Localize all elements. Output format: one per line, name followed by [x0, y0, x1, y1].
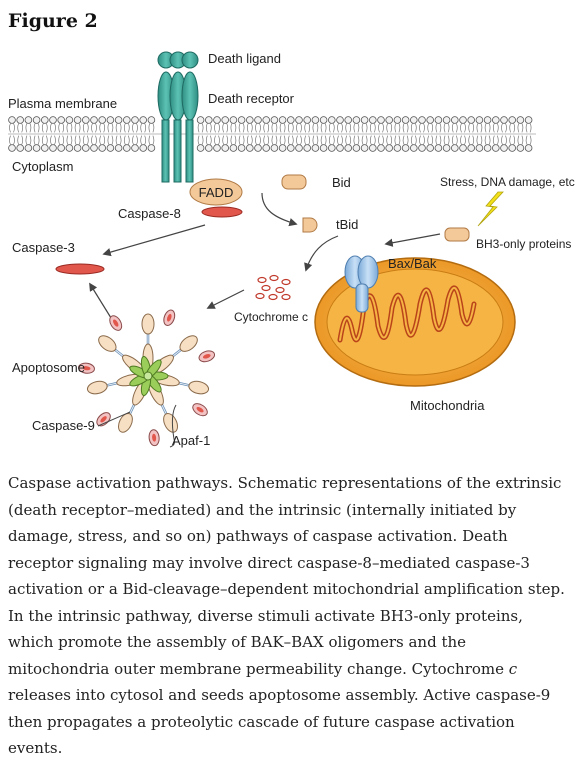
caspase8-to-3-arrow [102, 224, 206, 257]
bh3-arrow [384, 233, 441, 247]
caspase9-pointer [97, 411, 131, 427]
figure-caption: Caspase activation pathways. Schematic r… [8, 470, 570, 762]
baxbak-label: Bax/Bak [388, 256, 437, 271]
caption-text-1: Caspase activation pathways. Schematic r… [8, 474, 565, 678]
fadd-label: FADD [199, 185, 234, 200]
caspase3-protein [55, 263, 105, 275]
apoptosome [78, 309, 216, 447]
caption-text-2: releases into cytosol and seeds apoptoso… [8, 686, 551, 757]
bid-label: Bid [332, 175, 351, 190]
tbid-protein [302, 217, 318, 233]
caption-emphasis: c [508, 659, 518, 678]
figure-title: Figure 2 [8, 10, 98, 32]
stress-label: Stress, DNA damage, etc [440, 175, 575, 189]
fadd-complex: FADD [189, 178, 243, 218]
death-receptor-label: Death receptor [208, 91, 295, 106]
apaf1-bracket [169, 404, 177, 448]
death-ligand [157, 51, 199, 69]
death-ligand-label: Death ligand [208, 51, 281, 66]
plasma-membrane-label: Plasma membrane [8, 96, 117, 111]
cytoplasm-label: Cytoplasm [12, 159, 73, 174]
bh3-protein [444, 227, 470, 242]
bid-cleavage-arrow [261, 192, 298, 227]
apoptosome-label: Apoptosome [12, 360, 85, 375]
tbid-label: tBid [336, 217, 358, 232]
caspase8-label: Caspase-8 [118, 206, 181, 221]
cytochrome-arrow [206, 289, 245, 309]
bid-protein [281, 174, 307, 190]
caspase-pathway-diagram: FADD Caspase-8 Bid tBid Stress, DNA dama… [8, 51, 575, 448]
bax-bak-oligomer [344, 255, 379, 313]
caspase3-label: Caspase-3 [12, 240, 75, 255]
tbid-arrow [304, 235, 339, 272]
mitochondria-label: Mitochondria [410, 398, 485, 413]
apaf1-label: Apaf-1 [172, 433, 210, 448]
lightning-icon [477, 191, 504, 227]
mitochondria [314, 257, 516, 387]
caspase9-label: Caspase-9 [32, 418, 95, 433]
cytochrome-c [255, 274, 291, 301]
death-receptor [157, 71, 199, 183]
cytochrome-label: Cytochrome c [234, 310, 308, 324]
plasma-membrane [8, 116, 536, 152]
bh3-label: BH3-only proteins [476, 237, 571, 251]
